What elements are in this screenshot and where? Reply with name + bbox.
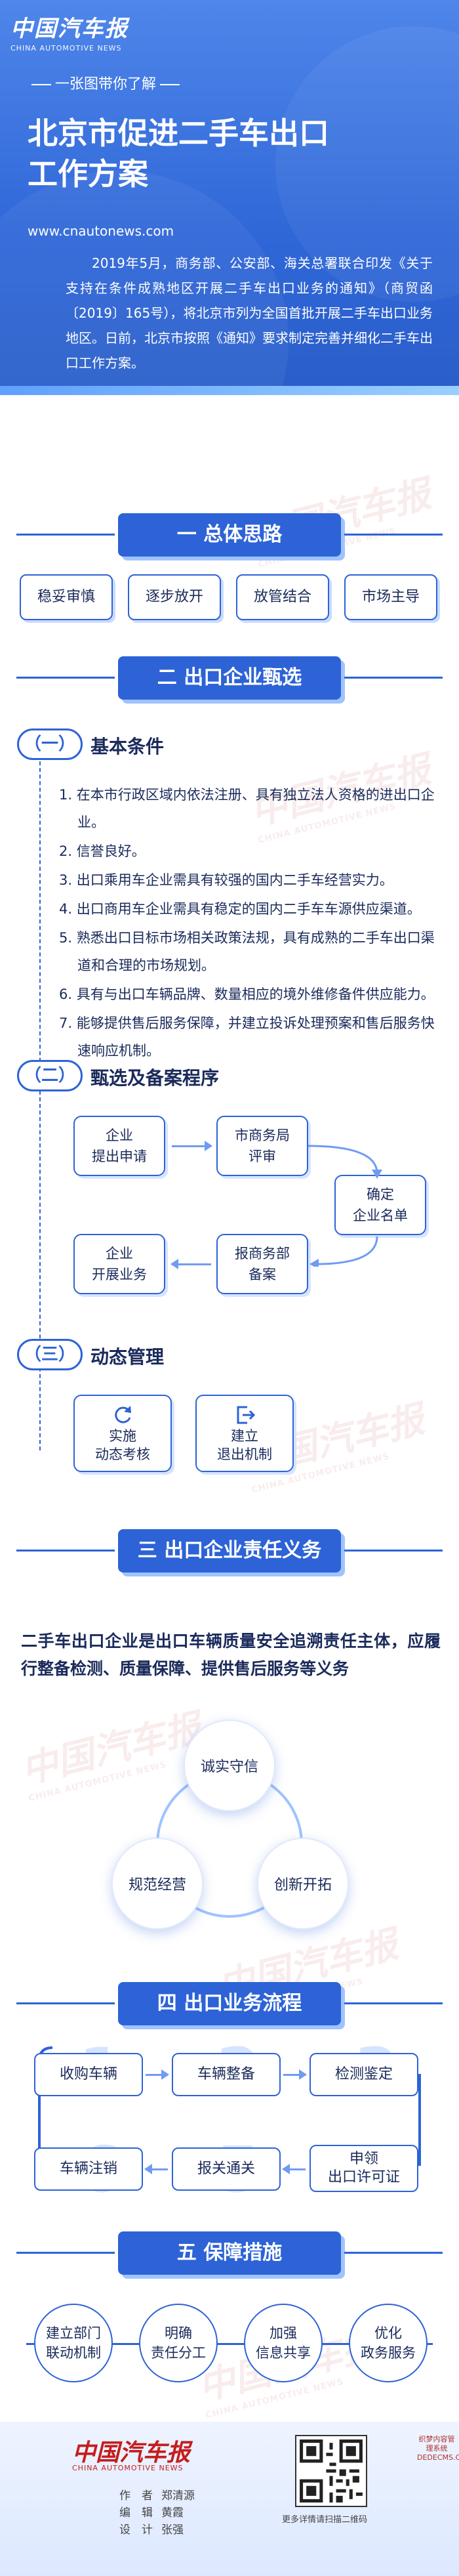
measure-item: 建立部门 联动机制	[34, 2304, 113, 2382]
sub-badge-3: （三）	[17, 1339, 83, 1370]
list-item: 1. 在本市行政区域内依法注册、具有独立法人资格的进出口企业。	[59, 787, 435, 830]
dynamic-item: 实施 动态考核	[73, 1395, 172, 1472]
procedure-step: 报商务部 备案	[216, 1234, 308, 1294]
arrow-left	[170, 1259, 211, 1269]
sub-badge-1: （一）	[17, 728, 83, 760]
duty-circle: 诚实守信	[184, 1720, 275, 1811]
conditions-list: 1. 在本市行政区域内依法注册、具有独立法人资格的进出口企业。 2. 信誉良好。…	[59, 781, 439, 1066]
section-4-heading: 四 出口业务流程	[16, 1982, 443, 2025]
measure-item: 明确 责任分工	[139, 2304, 218, 2382]
credits: 作 者郑清源 编 辑黄霞 设 计张强	[119, 2487, 203, 2539]
brand-logo: 中国汽车报 CHINA AUTOMOTIVE NEWS	[10, 11, 129, 53]
section-2-heading: 二 出口企业甄选	[16, 656, 443, 700]
process-step: 报关通关	[172, 2147, 281, 2191]
measure-item: 优化 政务服务	[349, 2304, 428, 2382]
principle-item: 市场主导	[344, 574, 437, 620]
arrow-right	[283, 2069, 307, 2080]
procedure-step: 市商务局 评审	[216, 1116, 308, 1176]
exit-icon	[237, 1406, 256, 1424]
dynamic-item-label: 建立 退出机制	[217, 1428, 272, 1462]
list-item: 4. 出口商用车企业需具有稳定的国内二手车车源供应渠道。	[59, 901, 421, 917]
hero-stripe	[0, 386, 459, 395]
process-step: 收购车辆	[34, 2053, 143, 2096]
tagline: 一张图带你了解	[28, 72, 184, 93]
arrow-left	[282, 2164, 306, 2174]
duty-circle: 规范经营	[111, 1838, 203, 1930]
credit-row: 编 辑黄霞	[119, 2506, 184, 2520]
credit-row: 作 者郑清源	[119, 2489, 195, 2502]
measure-item: 加强 信息共享	[244, 2304, 323, 2382]
responsibility-statement: 二手车出口企业是出口车辆质量安全追溯责任主体，应履行整备检测、质量保障、提供售后…	[21, 1632, 441, 1678]
qr-code-icon[interactable]	[295, 2435, 367, 2507]
hero-banner: 中国汽车报 CHINA AUTOMOTIVE NEWS 一张图带你了解 北京市促…	[0, 0, 459, 395]
qr-caption: 更多详情请扫描二维码	[282, 2515, 368, 2525]
duty-circle: 创新开拓	[257, 1838, 349, 1930]
logo-en: CHINA AUTOMOTIVE NEWS	[10, 44, 122, 53]
sub-title-conditions: 基本条件	[90, 736, 165, 757]
process-step: 车辆整备	[172, 2053, 281, 2096]
refresh-icon	[115, 1406, 131, 1424]
title-line-2: 工作方案	[28, 156, 148, 192]
procedure-connector	[308, 1145, 382, 1267]
dynamic-item: 建立 退出机制	[195, 1395, 294, 1472]
list-item: 7. 能够提供售后服务保障，并建立投诉处理预案和售后服务快速响应机制。	[59, 1015, 435, 1059]
intro-paragraph: 2019年5月，商务部、公安部、海关总署联合印发《关于支持在条件成熟地区开展二手…	[66, 255, 433, 371]
page-title: 北京市促进二手车出口 工作方案	[28, 113, 329, 194]
sub-title-dynamic: 动态管理	[90, 1346, 165, 1368]
list-item: 3. 出口乘用车企业需具有较强的国内二手车经营实力。	[59, 872, 393, 888]
process-step: 申领 出口许可证	[309, 2145, 418, 2192]
timeline-line	[39, 742, 41, 1450]
process-step: 检测鉴定	[309, 2053, 418, 2096]
sub-title-procedure: 甄选及备案程序	[90, 1067, 220, 1089]
procedure-step: 企业 开展业务	[73, 1234, 165, 1294]
section-5-heading: 五 保障措施	[16, 2231, 443, 2275]
arrow-right	[146, 2069, 169, 2080]
tagline-text: 一张图带你了解	[55, 76, 157, 93]
arrow-left	[144, 2164, 168, 2174]
edge-watermark: 织梦内容管理系统 DEDECMS.COM	[417, 2435, 459, 2462]
principle-item: 稳妥审慎	[20, 574, 113, 620]
section-1-heading: 一 总体思路	[16, 513, 443, 557]
principle-item: 放管结合	[236, 574, 329, 620]
procedure-step: 确定 企业名单	[334, 1175, 426, 1235]
footer-logo-en: CHINA AUTOMOTIVE NEWS	[72, 2464, 184, 2472]
section-3-heading: 三 出口企业责任义务	[16, 1529, 443, 1573]
site-url: www.cnautonews.com	[28, 223, 174, 239]
sub-badge-2: （二）	[17, 1060, 83, 1091]
arrow-right	[172, 1141, 212, 1151]
list-item: 5. 熟悉出口目标市场相关政策法规，具有成熟的二手车出口渠道和合理的市场规划。	[59, 930, 435, 973]
dynamic-item-label: 实施 动态考核	[95, 1428, 150, 1462]
credit-row: 设 计张强	[119, 2523, 184, 2537]
list-item: 2. 信誉良好。	[59, 843, 146, 859]
principle-item: 逐步放开	[128, 574, 221, 620]
footer-logo: 中国汽车报	[72, 2439, 191, 2466]
procedure-step: 企业 提出申请	[73, 1116, 165, 1176]
title-line-1: 北京市促进二手车出口	[28, 116, 329, 151]
list-item: 6. 具有与出口车辆品牌、数量相应的境外维修备件供应能力。	[59, 986, 435, 1002]
footer: 中国汽车报 CHINA AUTOMOTIVE NEWS 作 者郑清源 编 辑黄霞…	[0, 2422, 459, 2576]
measures-line	[26, 2343, 433, 2345]
logo-cn: 中国汽车报	[10, 16, 129, 42]
process-step: 车辆注销	[34, 2147, 143, 2191]
